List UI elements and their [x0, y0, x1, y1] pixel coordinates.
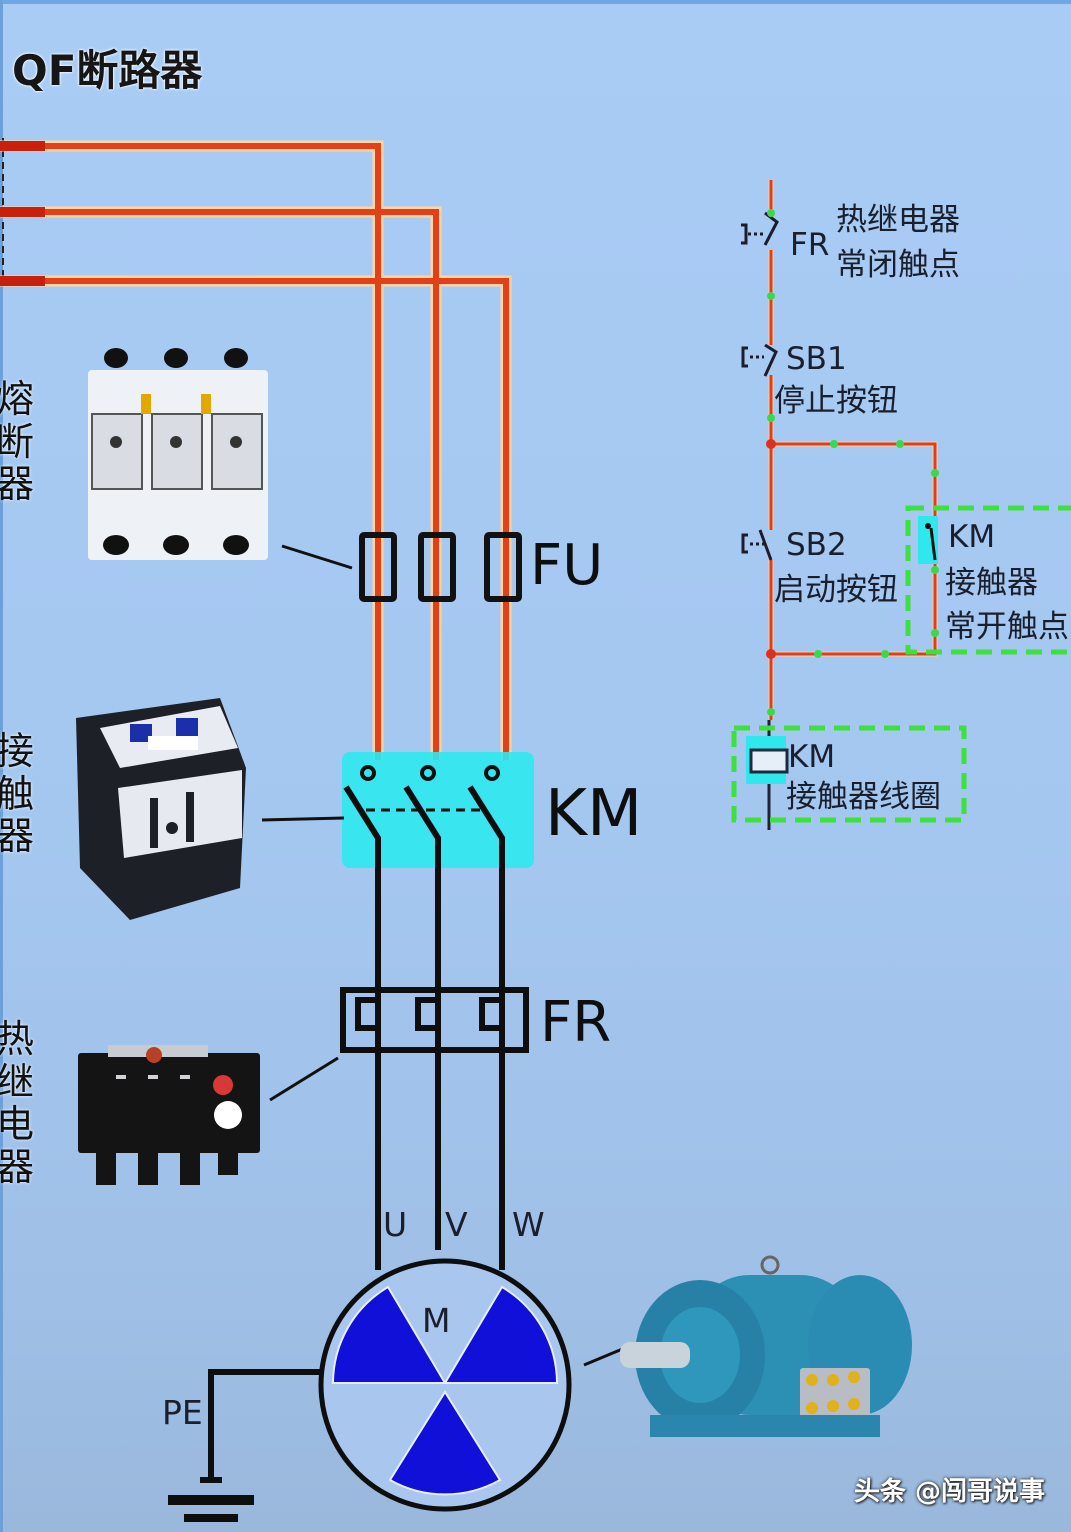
fr-contact-desc-2: 常闭触点 [836, 247, 960, 283]
sb1-symbol: SB1 [786, 341, 847, 377]
control-nodes [767, 209, 939, 716]
fuse-symbol-label: FU [530, 533, 604, 598]
side-label-char: 断 [0, 419, 35, 464]
side-label-char: 触 [0, 771, 35, 816]
km-coil-symbol-label: KM [788, 739, 836, 775]
km-contact-desc-1: 接触器 [945, 565, 1038, 601]
side-label-char: 熔 [0, 377, 35, 421]
fuse-symbols [359, 532, 522, 602]
motor-photo [620, 1250, 930, 1450]
thermal-relay-symbol-label: FR [540, 990, 612, 1055]
side-label-char: 器 [0, 814, 35, 859]
side-label-char: 继 [0, 1059, 35, 1104]
fuse-pointer-line [281, 544, 353, 570]
side-label-contactor: 接 触 器 [0, 730, 36, 858]
ground-label: PE [162, 1393, 203, 1432]
side-label-char: 电 [0, 1102, 35, 1147]
motor-symbol [318, 1258, 572, 1512]
left-edge [0, 0, 3, 1532]
phase-v-label: V [445, 1205, 468, 1244]
km-coil-symbol [749, 748, 789, 774]
thermal-relay-symbol [340, 987, 529, 1053]
km-coil-desc: 接触器线圈 [786, 779, 941, 815]
km-contact-desc-2: 常开触点 [945, 609, 1069, 645]
contactor-pointer-line [261, 816, 345, 822]
contactor-highlight [342, 752, 534, 868]
phase-u-label: U [383, 1205, 408, 1244]
side-label-fuse: 熔 断 器 [0, 378, 36, 506]
ground-symbol [168, 1369, 322, 1522]
fuse-photo [88, 342, 268, 567]
side-label-thermal-relay: 热 继 电 器 [0, 1018, 36, 1188]
thermal-relay-pointer-line [269, 1056, 339, 1102]
contactor-photo [70, 688, 250, 923]
fr-contact-symbol: FR [790, 227, 830, 263]
km-contact-symbol: KM [948, 519, 996, 555]
km-contact-highlight [905, 505, 1071, 655]
side-label-char: 接 [0, 729, 35, 773]
thermal-relay-photo [78, 1045, 263, 1190]
contactor-main-contacts [343, 765, 505, 1270]
side-label-char: 器 [0, 462, 35, 507]
fr-contact-desc-1: 热继电器 [836, 202, 960, 238]
breaker-title: QF断路器 [12, 46, 203, 95]
contactor-symbol-label: KM [545, 777, 643, 851]
sb1-desc: 停止按钮 [774, 383, 898, 419]
supply-wires [0, 140, 512, 760]
motor-symbol-label: M [422, 1301, 451, 1340]
km-coil-highlight [731, 725, 967, 823]
top-edge [0, 0, 1071, 4]
side-label-char: 热 [0, 1017, 35, 1061]
side-label-char: 器 [0, 1144, 35, 1189]
phase-w-label: W [512, 1205, 545, 1244]
watermark: 头条 @闯哥说事 [853, 1477, 1045, 1507]
sb2-symbol: SB2 [786, 527, 847, 563]
sb2-desc: 启动按钮 [774, 572, 898, 608]
